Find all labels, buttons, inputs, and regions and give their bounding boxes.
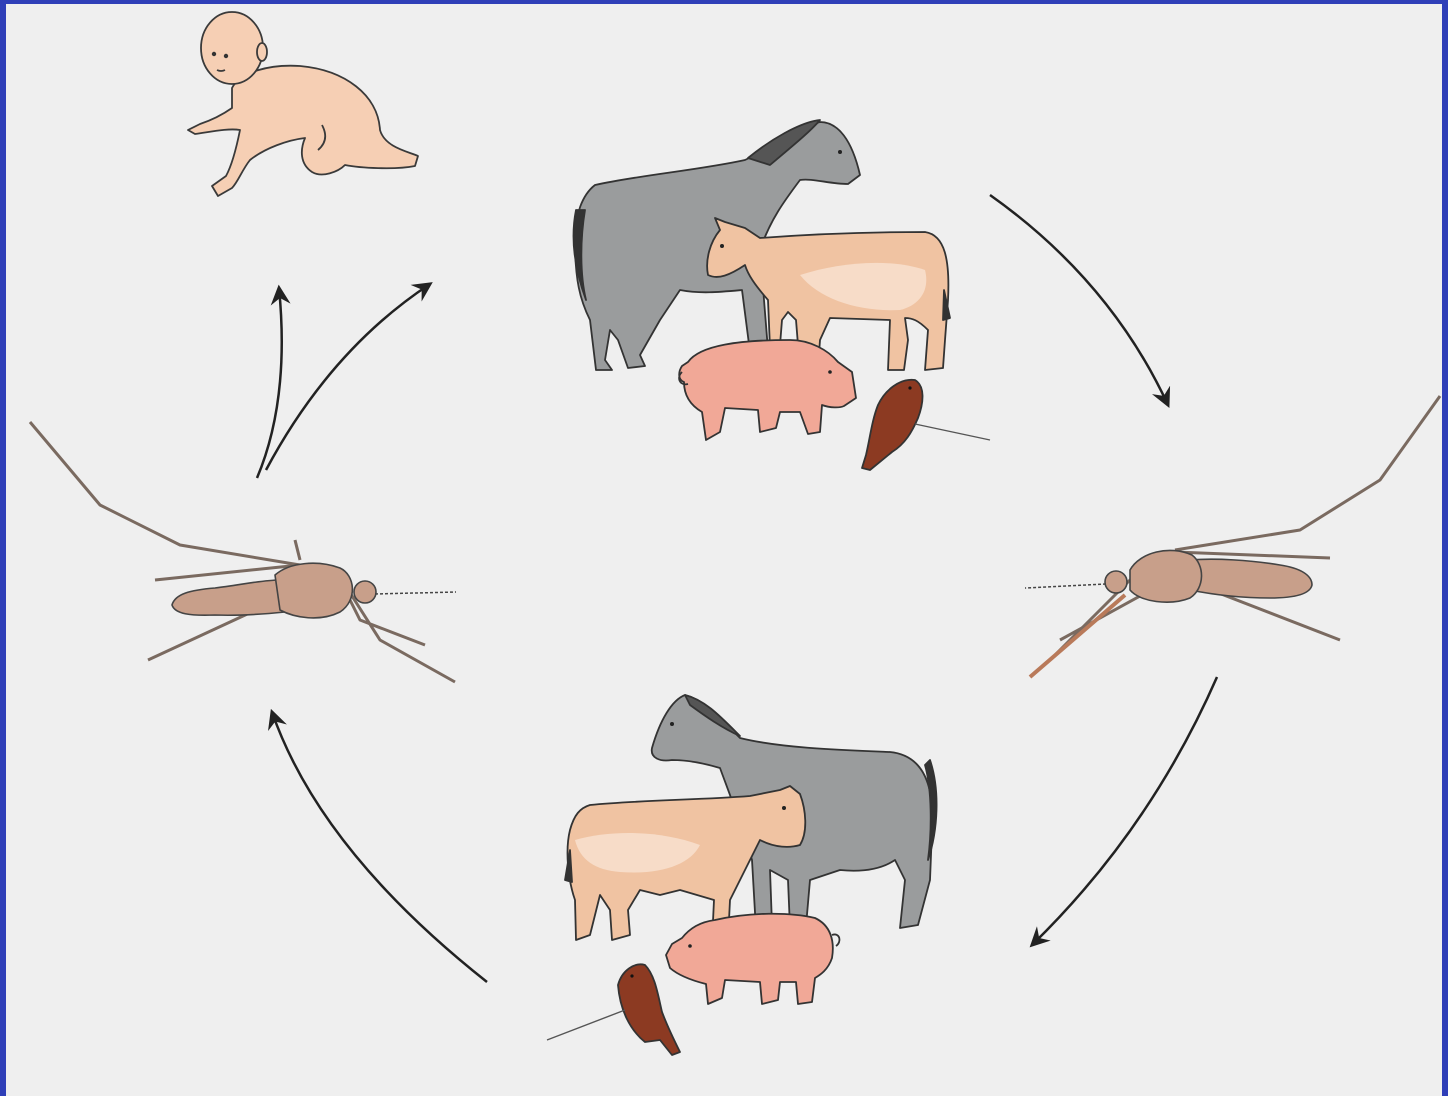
mosquito-head [1105,571,1127,593]
mosquito-thorax [275,563,352,618]
reservoir-animals-bottom [547,695,937,1055]
bird-icon [862,380,990,470]
mosquito-right [1025,396,1440,677]
mosquito-abdomen [1190,559,1312,598]
infant-head [201,12,263,84]
mosquito-head [354,581,376,603]
reservoir-animals-top [573,120,990,470]
arrow-animals-to-left-mosquito [272,712,487,982]
mosquito-thorax [1130,550,1202,602]
arrow-right-mosquito-to-animals [1032,677,1217,945]
pig-icon [666,914,839,1004]
arrow-mosquito-to-animals [266,284,430,470]
mosquito-abdomen [172,580,285,615]
bird-icon [547,964,680,1055]
infant-body [188,66,418,196]
infant-figure [188,12,418,196]
diagram-canvas [6,4,1442,1096]
pig-icon [679,340,856,440]
arrow-animals-to-right-mosquito [990,195,1168,405]
transmission-cycle-diagram [6,4,1442,1096]
mosquito-left [30,422,456,682]
